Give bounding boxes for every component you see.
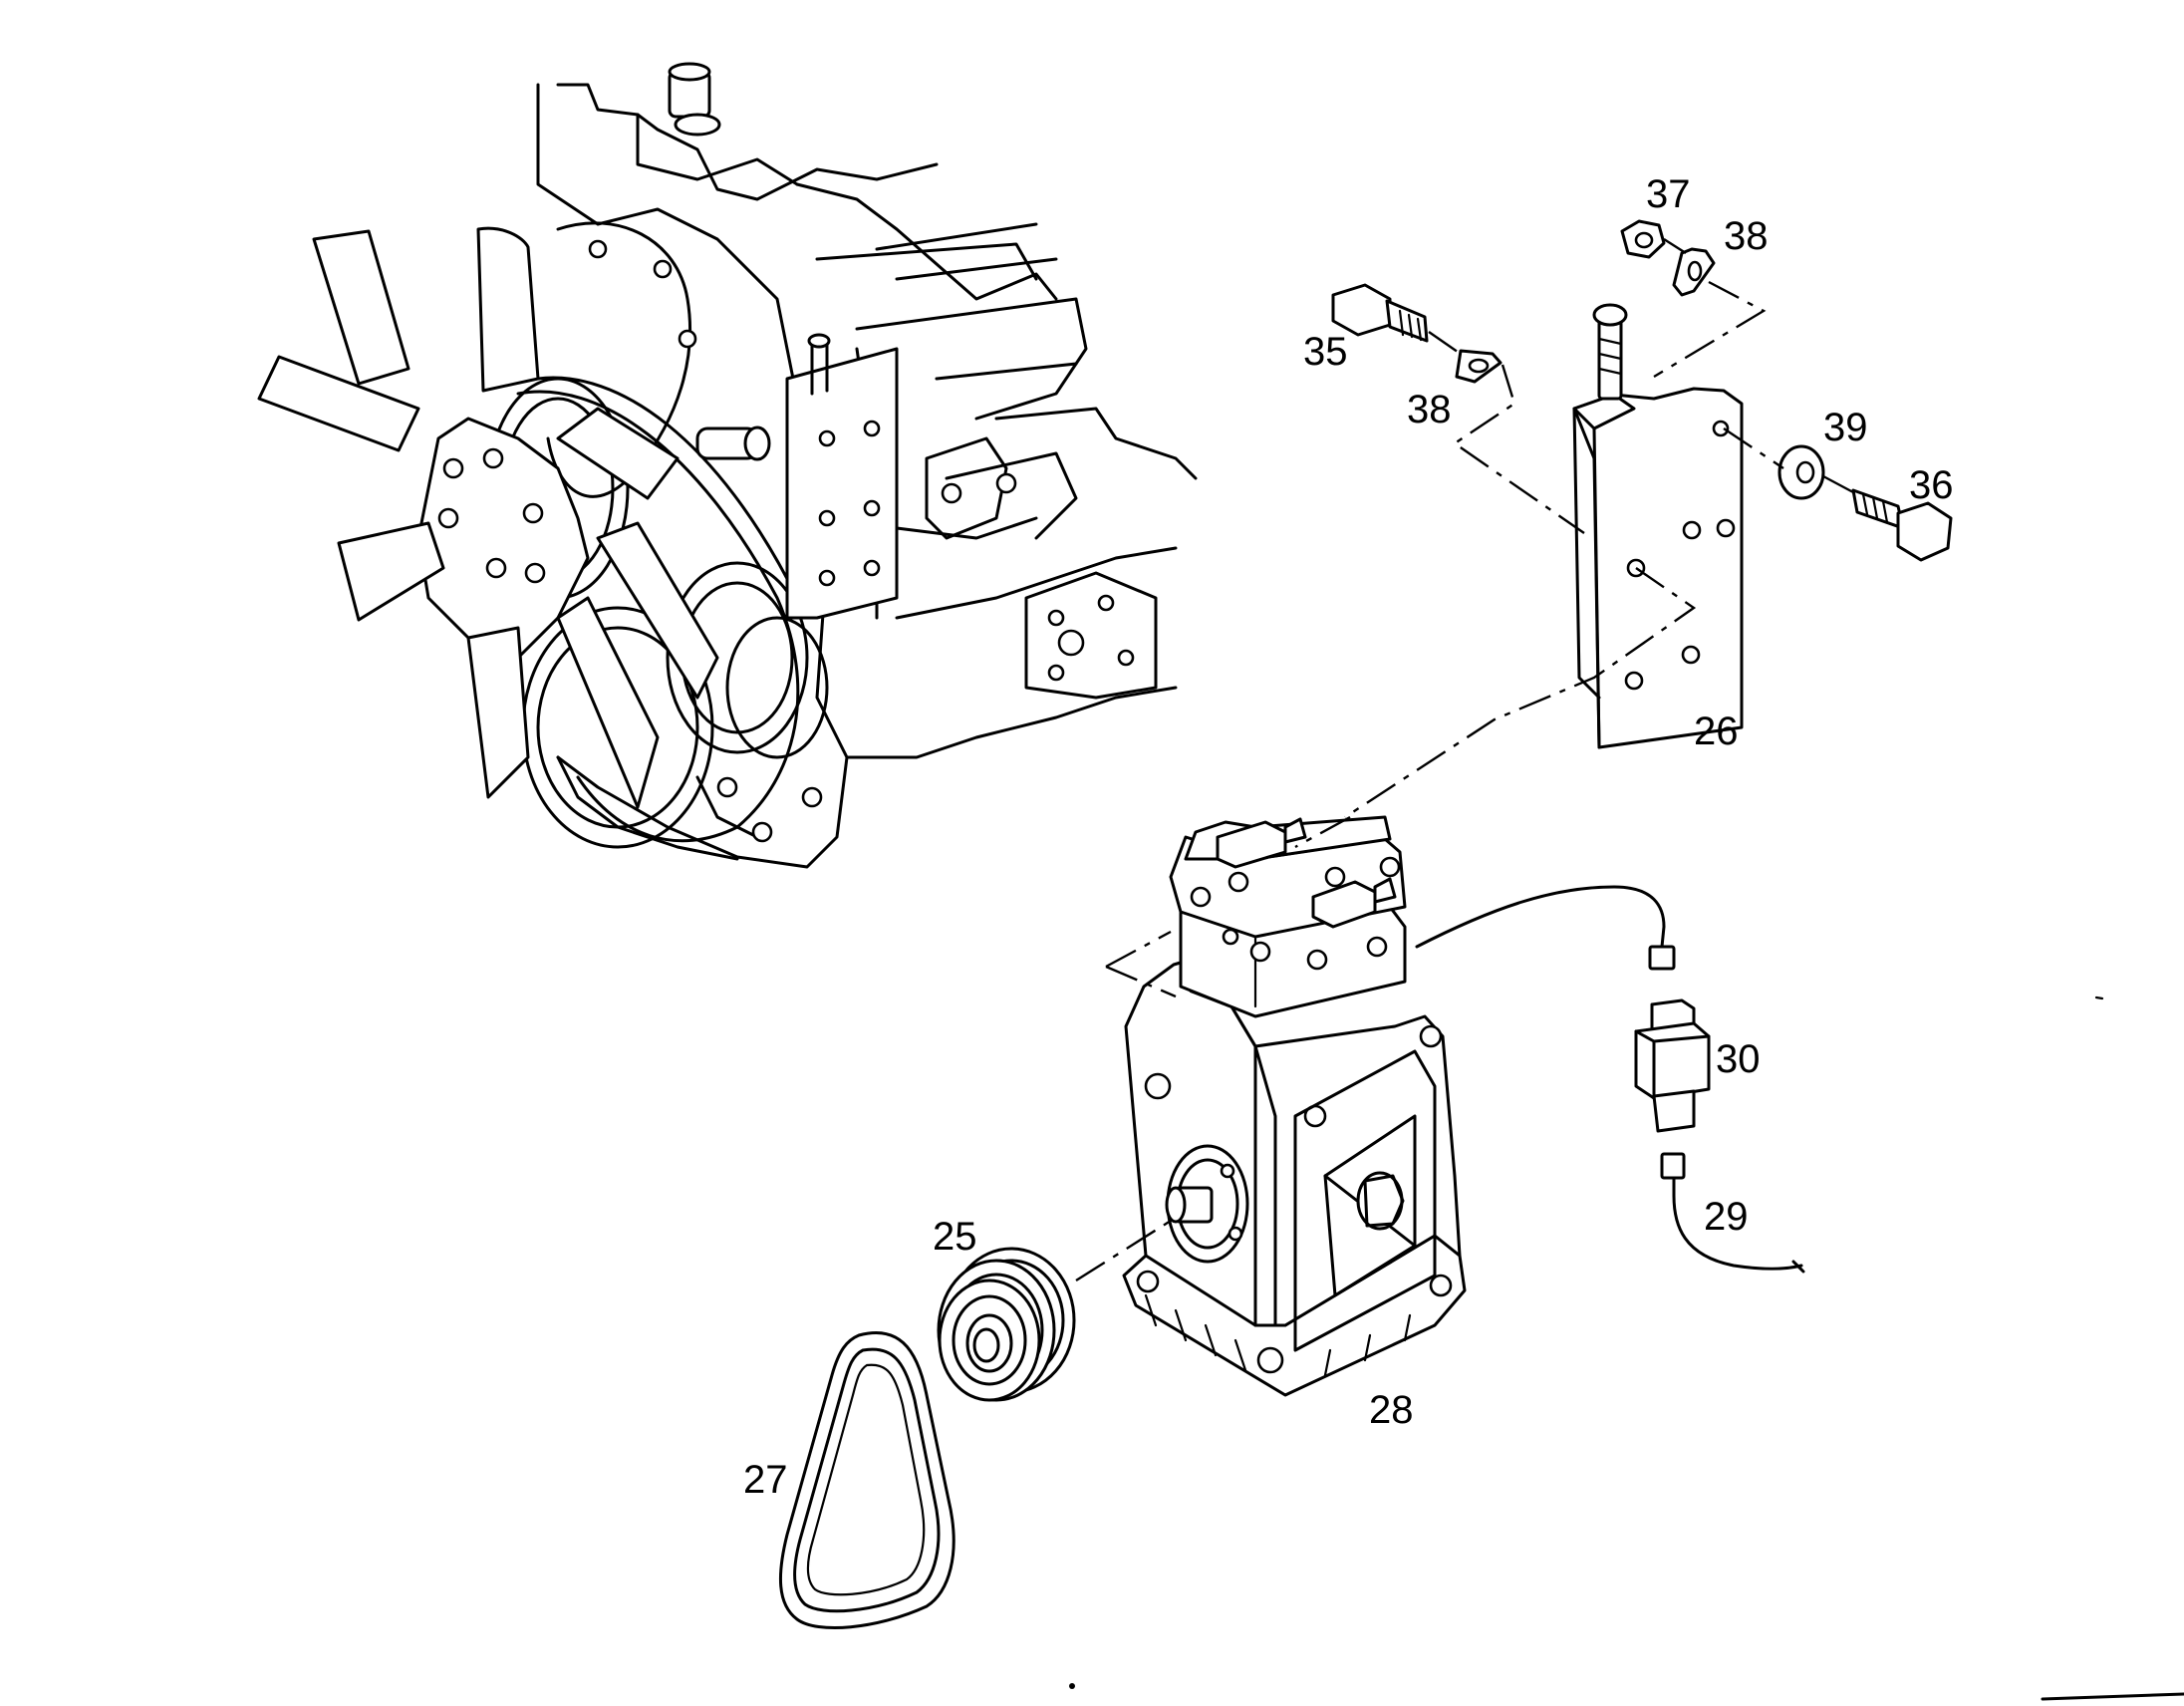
callout-37: 37 [1646,172,1691,216]
leader-line [1452,364,1585,534]
leader-line [1105,930,1172,969]
bolt-36 [1851,488,1953,562]
nut-37 [1620,219,1666,259]
pulley [937,1247,1076,1402]
callout-28: 28 [1369,1388,1414,1432]
callout-39: 39 [1823,406,1868,449]
stray-mark [2041,1692,2184,1701]
washer-38-top [1672,247,1716,297]
callout-29: 29 [1704,1195,1749,1239]
washer-38-left [1455,349,1502,384]
callout-26: 26 [1694,710,1739,753]
leader-line [1294,815,1351,849]
callout-35: 35 [1303,330,1348,374]
leader-line [1344,567,1697,819]
leader-line [1653,280,1767,379]
bolt-35 [1331,283,1429,343]
leader-line [1428,331,1466,358]
stray-mark [1069,1683,1075,1689]
leader-line [1723,427,1784,469]
callout-38-top: 38 [1724,214,1769,258]
leader-line [1822,474,1854,494]
callout-36: 36 [1909,463,1954,507]
wire-harness [1660,1152,1805,1274]
callout-25: 25 [933,1215,977,1259]
compressor [1122,815,1676,1397]
leader-line [1105,965,1177,998]
callout-27: 27 [743,1458,788,1502]
leader-line [1663,237,1687,255]
engine-assembly [257,62,1198,869]
v-belt [778,1331,956,1629]
pressure-switch [1634,998,1711,1133]
callout-38-left: 38 [1407,388,1452,431]
mounting-bracket [1572,303,1744,749]
leader-line [1075,1219,1172,1282]
stray-mark [2094,995,2104,1000]
washer-39 [1777,444,1825,500]
callout-30: 30 [1716,1037,1761,1081]
